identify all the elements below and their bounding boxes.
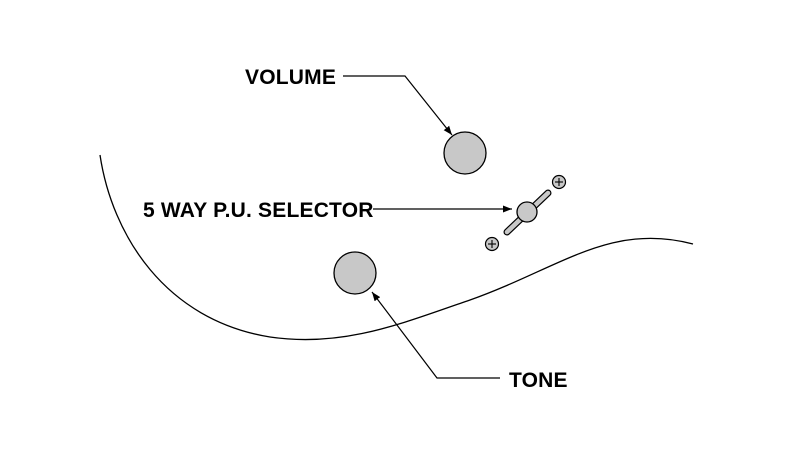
- screw-bottom-icon: [484, 236, 500, 252]
- body-outline-curve: [99, 154, 694, 341]
- tone-label: TONE: [509, 369, 568, 392]
- selector-label: 5 WAY P.U. SELECTOR: [143, 199, 374, 222]
- screw-top-icon: [551, 174, 567, 190]
- volume-label: VOLUME: [245, 66, 336, 89]
- volume-knob: [443, 131, 487, 175]
- selector-tip: [516, 201, 538, 223]
- pickup-selector-switch: [484, 174, 567, 252]
- tone-knob: [333, 251, 377, 295]
- volume-leader-arrow: [343, 75, 453, 136]
- tone-leader-arrow: [371, 291, 500, 379]
